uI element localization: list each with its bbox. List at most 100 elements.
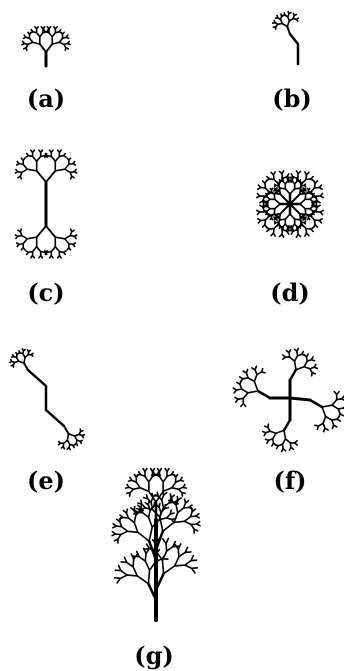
tree-branch [265,203,268,206]
tree-branch [136,575,150,585]
caption-g: (g) [134,641,174,670]
tree-branch [73,170,78,174]
tree-branch [278,213,281,225]
tree-branch [264,182,267,189]
tree-branch [238,376,244,380]
tree-branch [21,168,28,174]
tree-branch [310,358,316,362]
tree-branch [303,221,307,225]
tree-branch [20,247,24,251]
tree-branch [181,491,184,497]
tree-branch [232,387,238,391]
tree-branch [288,11,292,15]
tree-branch [195,523,201,527]
tree-branch [137,531,150,542]
tree-branch [194,515,200,519]
tree-branch [300,178,307,186]
tree-branch [264,214,272,221]
tree-branch [308,210,317,216]
tree-branch [50,155,57,163]
tree-branch [132,487,141,490]
tree-branch [314,210,322,213]
tree-branch [305,353,309,358]
tree-branch [272,171,276,176]
tree-branch [144,507,154,511]
tree-branch [165,545,174,552]
tree-branch [162,491,168,496]
tree-branch [235,388,243,391]
tree-branch [22,46,27,50]
tree-branch [135,481,141,489]
tree-branch [174,473,179,479]
tree-branch [177,548,180,558]
tree-branch [158,506,162,514]
tree-branch [58,149,62,154]
tree-branch [296,172,299,180]
tree-branch [260,371,266,374]
fractal-tree-g [111,467,201,622]
tree-branch [159,516,164,532]
tree-branch [297,170,302,175]
tree-branch [239,383,243,390]
tree-branch [289,226,292,229]
tree-branch [125,508,129,514]
tree-branch [66,433,70,441]
tree-branch [17,360,25,364]
tree-branch [289,203,301,215]
tree-branch [145,493,149,500]
tree-branch [135,550,140,558]
tree-stem [26,368,66,428]
tree-branch [314,180,319,185]
tree-branch [63,425,70,435]
tree-branch [133,521,139,534]
tree-branch [299,213,302,225]
tree-branch [163,506,170,510]
tree-branch [177,543,182,550]
tree-branch [129,476,133,482]
tree-branch [25,152,30,157]
tree-branch [275,187,278,191]
tree-branch [310,371,313,377]
tree-branch [147,500,150,506]
tree-branch [257,218,262,222]
tree-branch [147,569,151,585]
tree-branch [54,168,66,172]
tree-branch [23,356,26,364]
tree-branch [28,37,34,44]
caption-a: (a) [27,84,65,113]
tree-branch [22,348,26,352]
tree-branch [269,217,273,221]
tree-branch [171,481,177,489]
tree-branch [44,251,48,256]
tree-branch [293,360,297,371]
tree-branch [72,162,77,166]
tree-branch [299,192,311,195]
tree-branch [68,157,72,161]
tree-branch [299,198,306,205]
tree-branch [184,559,192,566]
tree-branch [189,515,197,518]
tree-branch [293,13,298,17]
tree-branch [281,438,287,446]
tree-branch [144,552,147,562]
tree-branch [295,365,305,371]
tree-branch [316,204,321,208]
tree-branch [35,155,42,163]
tree-branch [64,46,67,52]
tree-branch [117,564,122,572]
tree-branch [50,149,54,154]
tree-branch [179,479,185,482]
tree-branch [300,222,307,230]
tree-branch [173,520,186,524]
tree-branch [331,398,338,406]
tree-branch [274,217,277,221]
tree-branch [112,522,118,527]
tree-branch [14,234,19,238]
tree-branch [147,582,158,602]
tree-branch [303,189,307,192]
tree-branch [317,422,324,427]
tree-branch [25,250,30,254]
tree-branch [72,243,76,248]
tree-branch [162,565,176,575]
tree-branch [299,203,306,210]
